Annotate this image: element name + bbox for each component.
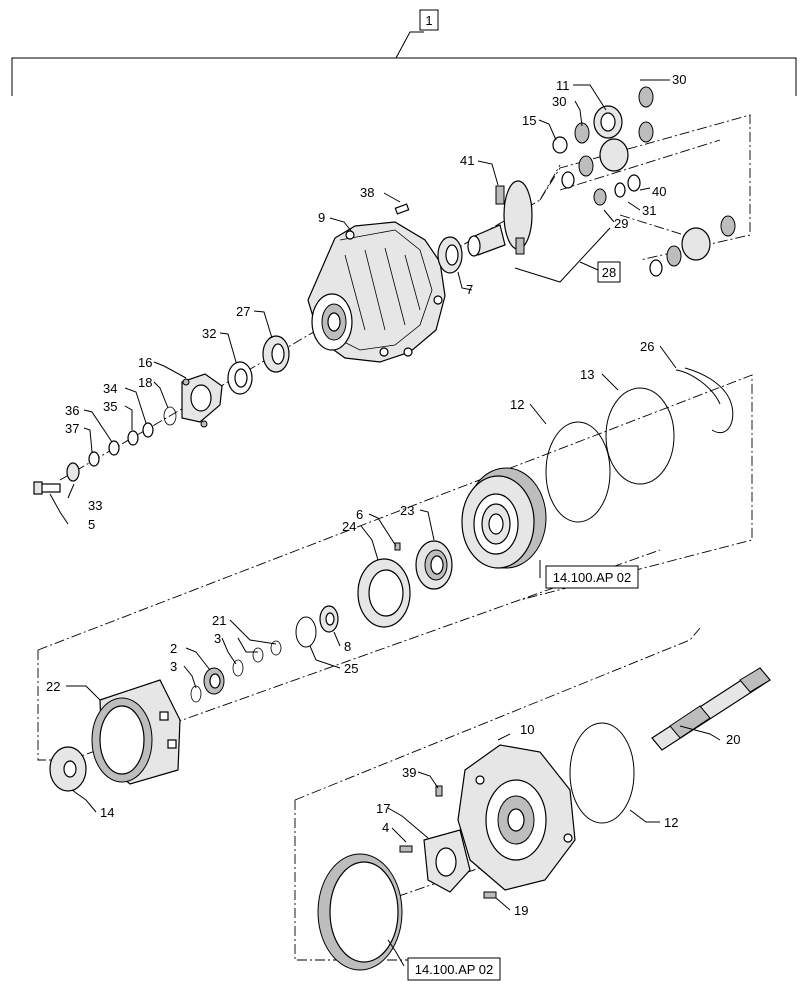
- o-ring-13[interactable]: [605, 387, 675, 485]
- yoke-16[interactable]: [181, 373, 223, 428]
- washers-21[interactable]: [252, 640, 282, 663]
- bolt-19[interactable]: [483, 891, 497, 899]
- callout-34[interactable]: 34: [103, 381, 117, 396]
- callout-2[interactable]: 2: [170, 641, 177, 656]
- callout-12-lower[interactable]: 12: [664, 815, 678, 830]
- callout-11[interactable]: 11: [556, 78, 570, 93]
- bolt-4[interactable]: [399, 845, 413, 853]
- callout-40[interactable]: 40: [652, 184, 666, 199]
- callout-12-upper[interactable]: 12: [510, 397, 524, 412]
- snap-ring-25[interactable]: [295, 616, 317, 648]
- callout-29[interactable]: 29: [614, 216, 628, 231]
- callout-20[interactable]: 20: [726, 732, 740, 747]
- bearing-8[interactable]: [319, 605, 339, 633]
- reference-box-upper[interactable]: 14.100.AP 02: [545, 565, 639, 589]
- planet-gear-set[interactable]: [552, 86, 736, 277]
- callout-4[interactable]: 4: [382, 820, 389, 835]
- seal-7[interactable]: [437, 236, 463, 274]
- callout-30-b[interactable]: 30: [672, 72, 686, 87]
- leader-28: [579, 261, 599, 271]
- callout-21[interactable]: 21: [212, 613, 226, 628]
- callout-37[interactable]: 37: [65, 421, 79, 436]
- callout-8[interactable]: 8: [344, 639, 351, 654]
- callout-labels: 9 38 41 15 11 30 30 40 31 29 7 27 32 16 …: [46, 72, 740, 918]
- callout-36[interactable]: 36: [65, 403, 79, 418]
- pump-body-10[interactable]: [457, 744, 576, 891]
- bracket-28: [514, 227, 611, 283]
- planet-carrier-housing[interactable]: [307, 221, 446, 363]
- carrier-shaft-41[interactable]: [467, 180, 533, 257]
- pin-38[interactable]: [394, 203, 410, 215]
- callout-31[interactable]: 31: [642, 203, 656, 218]
- friction-ring[interactable]: [317, 853, 403, 971]
- callout-13[interactable]: 13: [580, 367, 594, 382]
- assembly-bracket: [11, 31, 797, 96]
- callout-32[interactable]: 32: [202, 326, 216, 341]
- snap-ring-26[interactable]: [684, 367, 734, 433]
- clutch-housing[interactable]: [461, 467, 547, 569]
- pin-39[interactable]: [435, 785, 443, 797]
- callout-25[interactable]: 25: [344, 661, 358, 676]
- callout-41[interactable]: 41: [460, 153, 474, 168]
- callout-33[interactable]: 33: [88, 498, 102, 513]
- callout-38[interactable]: 38: [360, 185, 374, 200]
- bolt-5[interactable]: [33, 481, 61, 495]
- callout-7[interactable]: 7: [466, 282, 473, 297]
- plate-14[interactable]: [49, 746, 87, 792]
- snap-ring-26-inner: [675, 369, 721, 405]
- washer-33[interactable]: [66, 462, 80, 482]
- reference-label-lower: 14.100.AP 02: [415, 962, 494, 977]
- bearing-23[interactable]: [415, 540, 453, 590]
- bearing-2[interactable]: [190, 659, 244, 703]
- seal-27[interactable]: [262, 335, 290, 373]
- callout-box-28[interactable]: 28: [597, 261, 621, 283]
- callout-3-a[interactable]: 3: [214, 631, 221, 646]
- o-ring-12-lower[interactable]: [569, 722, 635, 824]
- leader-lines: [49, 79, 721, 967]
- callout-24[interactable]: 24: [342, 519, 356, 534]
- o-ring-12-upper[interactable]: [545, 421, 611, 523]
- callout-27[interactable]: 27: [236, 304, 250, 319]
- callout-30-a[interactable]: 30: [552, 94, 566, 109]
- callout-17[interactable]: 17: [376, 801, 390, 816]
- plate-17[interactable]: [423, 829, 471, 893]
- pin-6[interactable]: [394, 542, 401, 551]
- callout-9[interactable]: 9: [318, 210, 325, 225]
- callout-5[interactable]: 5: [88, 517, 95, 532]
- callout-39[interactable]: 39: [402, 765, 416, 780]
- callout-14[interactable]: 14: [100, 805, 114, 820]
- snap-ring-18[interactable]: [163, 406, 177, 426]
- callout-26[interactable]: 26: [640, 339, 654, 354]
- washer-32[interactable]: [227, 361, 253, 395]
- callout-10[interactable]: 10: [520, 722, 534, 737]
- callout-15[interactable]: 15: [522, 113, 536, 128]
- callout-3-b[interactable]: 3: [170, 659, 177, 674]
- reference-label-upper: 14.100.AP 02: [553, 570, 632, 585]
- input-shaft-20[interactable]: [651, 667, 771, 751]
- callout-box-1[interactable]: 1: [419, 9, 439, 31]
- callout-1: 1: [425, 13, 432, 28]
- reference-box-lower[interactable]: 14.100.AP 02: [407, 957, 501, 981]
- plate-24[interactable]: [357, 558, 411, 628]
- ring-gear-22[interactable]: [91, 679, 181, 785]
- callout-6[interactable]: 6: [356, 507, 363, 522]
- callout-18[interactable]: 18: [138, 375, 152, 390]
- callout-23[interactable]: 23: [400, 503, 414, 518]
- callout-35[interactable]: 35: [103, 399, 117, 414]
- callout-16[interactable]: 16: [138, 355, 152, 370]
- callout-28: 28: [602, 265, 616, 280]
- small-washers[interactable]: [88, 422, 154, 467]
- callout-22[interactable]: 22: [46, 679, 60, 694]
- callout-19[interactable]: 19: [514, 903, 528, 918]
